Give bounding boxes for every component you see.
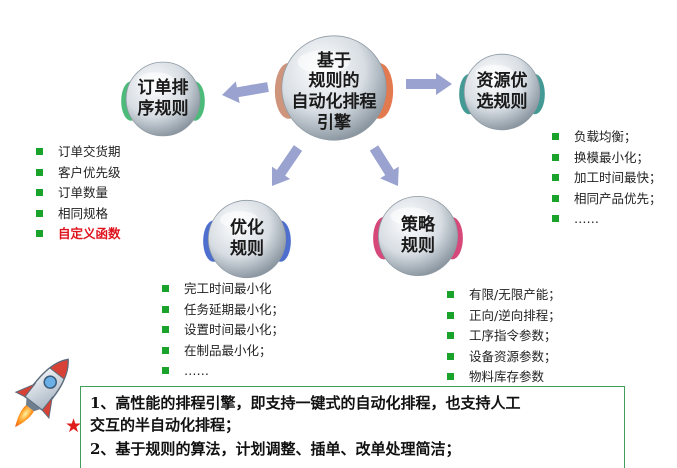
strategy-rules-label: 策略 规则: [401, 215, 435, 256]
list-item-text: 自定义函数: [58, 226, 121, 241]
list-item-text: 正向/逆向排程；: [469, 307, 561, 323]
bullet-icon: [447, 373, 454, 380]
arrow-to-order: [222, 81, 269, 104]
center-sphere-icon: [274, 35, 394, 141]
list-item-text: 相同产品优先；: [574, 190, 662, 206]
list-item: 工序指令参数；: [443, 326, 561, 347]
strategy-rules-list: 有限/无限产能； 正向/逆向排程； 工序指令参数； 设备资源参数； 物料库存参数: [443, 285, 561, 388]
bullet-icon: [36, 209, 43, 217]
list-item: 在制品最小化；: [158, 341, 284, 362]
list-item: ……: [548, 209, 662, 230]
order-sphere-icon: [121, 61, 205, 137]
bullet-icon: [162, 346, 169, 354]
list-item-text: 客户优先级: [58, 164, 121, 180]
summary-line-3: 2、基于规则的算法，计划调整、插单、改单处理简洁；: [90, 440, 461, 458]
resource-sphere-icon: [459, 53, 545, 131]
bullet-icon: [162, 367, 169, 374]
list-item-text: 加工时间最快；: [574, 170, 662, 185]
list-item: ……: [158, 361, 284, 382]
arrow-to-strategy: [369, 145, 399, 186]
optimization-sphere-icon: [203, 199, 291, 279]
list-item: 自定义函数: [32, 224, 121, 245]
list-item: 有限/无限产能；: [443, 285, 561, 306]
list-item-text: 设置时间最小化；: [184, 322, 285, 337]
bullet-icon: [36, 189, 43, 196]
bullet-icon: [36, 148, 43, 155]
list-item-text: 物料库存参数: [469, 369, 545, 384]
bullet-icon: [447, 311, 454, 319]
optimization-rules-list: 完工时间最小化任务延期最小化； 设置时间最小化； 在制品最小化； ……: [158, 279, 284, 382]
arrow-to-optimization: [271, 145, 303, 186]
list-item: 订单交货期: [32, 142, 121, 163]
list-item-text: 订单数量: [58, 185, 109, 200]
bullet-icon: [552, 153, 559, 161]
list-item: 设置时间最小化；: [158, 320, 284, 341]
summary-line-1: 1、高性能的排程引擎，即支持一键式的自动化排程，也支持人工: [90, 394, 521, 412]
bullet-icon: [36, 230, 43, 237]
optimization-rules-node: 优化 规则: [203, 196, 291, 282]
bullet-icon: [162, 285, 169, 292]
list-item: 物料库存参数: [443, 367, 561, 388]
list-item: 完工时间最小化: [158, 279, 284, 300]
list-item: 加工时间最快；: [548, 168, 662, 189]
order-rules-list: 订单交货期客户优先级订单数量相同规格自定义函数: [32, 142, 121, 245]
bullet-icon: [447, 291, 454, 298]
bullet-icon: [552, 215, 559, 222]
list-item: 设备资源参数；: [443, 347, 561, 368]
order-rules-node: 订单排 序规则: [121, 58, 205, 140]
list-item-text: 换模最小化；: [574, 149, 650, 165]
resource-rules-label: 资源优 选规则: [476, 71, 528, 112]
bullet-icon: [447, 332, 454, 339]
list-item-text: 有限/无限产能；: [469, 287, 561, 302]
summary-box: 1、高性能的排程引擎，即支持一键式的自动化排程，也支持人工 交互的半自动化排程；…: [80, 386, 625, 468]
list-item: 客户优先级: [32, 163, 121, 184]
list-item: 相同规格: [32, 204, 121, 225]
summary-line-2: 交互的半自动化排程；: [90, 416, 241, 434]
list-item-text: 在制品最小化；: [184, 342, 272, 358]
list-item-text: 工序指令参数；: [469, 328, 557, 343]
list-item-text: 负载均衡；: [574, 129, 637, 144]
bullet-icon: [162, 305, 169, 313]
list-item: 负载均衡；: [548, 127, 662, 148]
optimization-rules-label: 优化 规则: [230, 218, 264, 259]
list-item: 订单数量: [32, 183, 121, 204]
list-item: 相同产品优先；: [548, 189, 662, 210]
bullet-icon: [162, 326, 169, 333]
bullet-icon: [552, 194, 559, 202]
strategy-rules-node: 策略 规则: [373, 192, 463, 280]
bullet-icon: [552, 174, 559, 181]
center-node: 基于 规则的 自动化排程 引擎: [274, 30, 394, 146]
arrow-to-resource: [406, 73, 452, 95]
resource-rules-list: 负载均衡； 换模最小化； 加工时间最快； 相同产品优先； ……: [548, 127, 662, 230]
order-rules-label: 订单排 序规则: [137, 78, 189, 119]
list-item: 任务延期最小化；: [158, 300, 284, 321]
strategy-sphere-icon: [373, 196, 463, 276]
center-node-label: 基于 规则的 自动化排程 引擎: [291, 50, 377, 133]
list-item-text: 完工时间最小化: [184, 281, 272, 296]
list-item-text: ……: [574, 211, 599, 226]
list-item-text: 任务延期最小化；: [184, 301, 285, 317]
bullet-icon: [36, 168, 43, 176]
list-item-text: 相同规格: [58, 205, 109, 221]
list-item: 换模最小化；: [548, 148, 662, 169]
rocket-icon: [14, 358, 69, 428]
list-item-text: ……: [184, 363, 209, 378]
bullet-icon: [447, 352, 454, 360]
star-icon: ★: [65, 415, 83, 437]
list-item: 正向/逆向排程；: [443, 306, 561, 327]
list-item-text: 订单交货期: [58, 144, 121, 159]
bullet-icon: [552, 133, 559, 140]
list-item-text: 设备资源参数；: [469, 348, 557, 364]
resource-rules-node: 资源优 选规则: [459, 50, 545, 134]
